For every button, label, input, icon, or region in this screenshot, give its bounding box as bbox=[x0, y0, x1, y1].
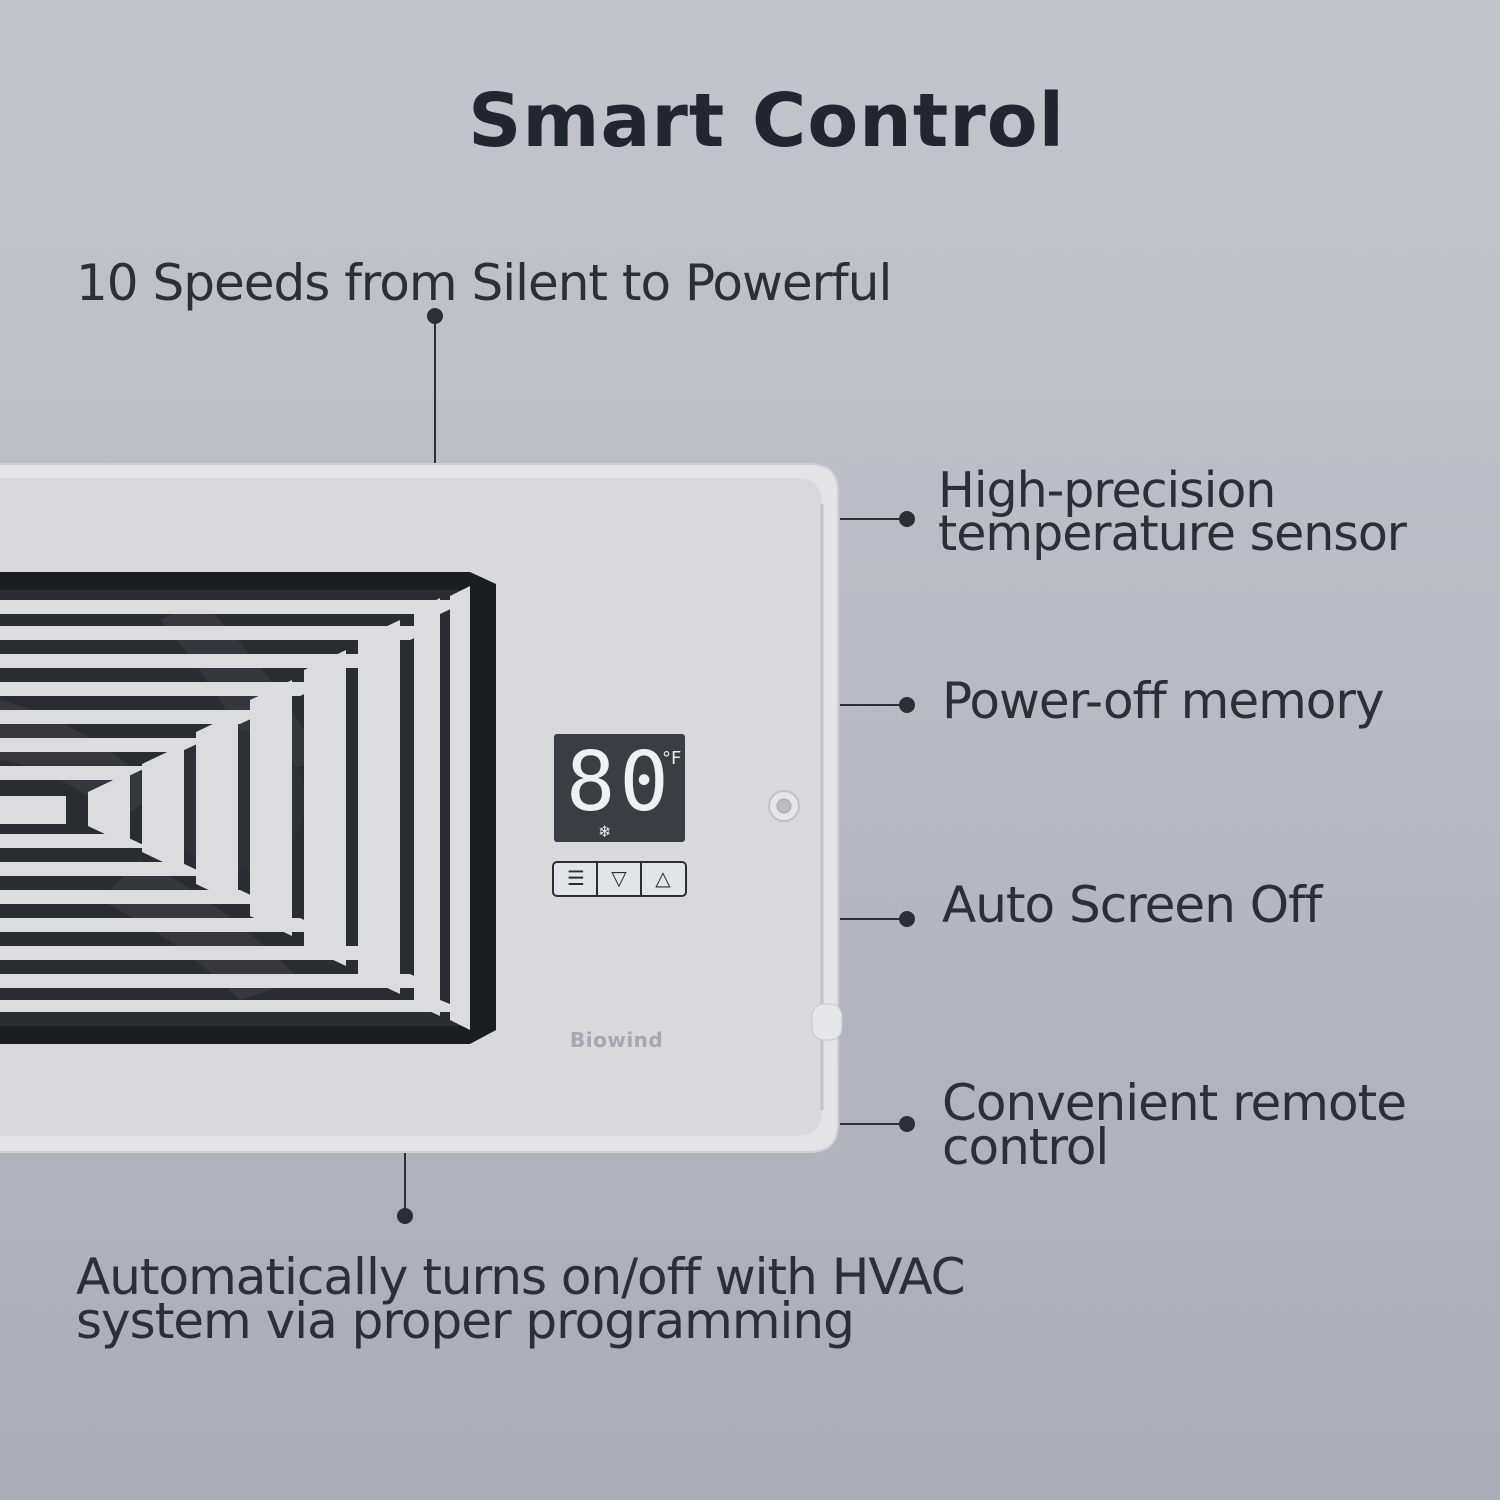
callout-sensor-line-2: temperature sensor bbox=[938, 505, 1407, 562]
callout-remote-control: Convenient remote control bbox=[942, 1074, 1407, 1176]
callout-auto-line-2: system via proper programming bbox=[76, 1292, 855, 1350]
callout-auto-line-1: Automatically turns on/off with HVAC bbox=[76, 1248, 966, 1306]
page-title: Smart Control bbox=[468, 78, 1065, 164]
callout-remote-line-1: Convenient remote bbox=[942, 1074, 1407, 1132]
callout-power-off-memory: Power-off memory bbox=[942, 672, 1385, 730]
brand-logo: Biowind bbox=[570, 1028, 664, 1052]
down-button[interactable]: ▽ bbox=[598, 862, 640, 894]
grille-vanes bbox=[0, 586, 470, 1030]
callout-remote-line-2: control bbox=[942, 1118, 1109, 1176]
menu-button[interactable]: ☰ bbox=[555, 862, 597, 894]
callout-auto-screen-off: Auto Screen Off bbox=[942, 876, 1322, 934]
grille bbox=[0, 572, 496, 1044]
temperature-readout: 80 bbox=[566, 735, 673, 830]
menu-icon: ☰ bbox=[567, 866, 585, 890]
callout-speeds-line-1: 10 Speeds from Silent to Powerful bbox=[76, 254, 892, 312]
leader-lines bbox=[397, 308, 915, 1224]
callout-hvac-auto: Automatically turns on/off with HVAC sys… bbox=[76, 1248, 966, 1350]
callout-sensor-line-1: High-precision bbox=[938, 462, 1276, 519]
temperature-unit: °F bbox=[662, 748, 682, 769]
callout-memory-line-1: Power-off memory bbox=[942, 672, 1385, 730]
callout-speeds: 10 Speeds from Silent to Powerful bbox=[76, 254, 892, 312]
up-button[interactable]: △ bbox=[642, 862, 684, 894]
snowflake-icon: ❄ bbox=[598, 822, 612, 841]
display-screen bbox=[554, 734, 685, 842]
triangle-down-icon: ▽ bbox=[611, 866, 627, 890]
triangle-up-icon: △ bbox=[655, 866, 671, 890]
callout-screen-line-1: Auto Screen Off bbox=[942, 876, 1322, 934]
callout-temperature-sensor: High-precision temperature sensor bbox=[938, 462, 1407, 562]
